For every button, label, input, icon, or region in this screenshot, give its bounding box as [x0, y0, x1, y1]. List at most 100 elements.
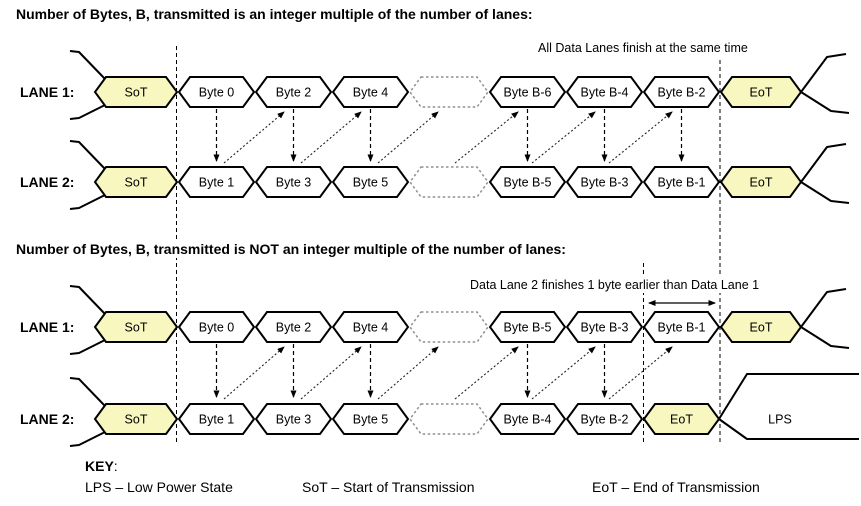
segment-byte: [177, 403, 256, 435]
segment-byte: [254, 166, 333, 198]
segment-label: Byte B-1: [658, 321, 706, 335]
segment-label: Byte B-5: [504, 176, 552, 190]
segment-label: Byte 5: [353, 176, 388, 190]
diagram1-byte-distribution-arrows: [213, 109, 685, 164]
lps-top-rail: [718, 373, 859, 420]
segment-label: Byte B-3: [581, 176, 629, 190]
diagonal-arrow: [608, 111, 673, 164]
segment-label: Byte B-5: [504, 321, 552, 335]
segment-label: Byte 2: [276, 86, 311, 100]
segment-byte: [565, 76, 644, 108]
segment-byte: [331, 403, 410, 435]
break-in-symbol: [69, 140, 106, 170]
segment-byte: [488, 403, 567, 435]
segment-ellipsis: [409, 311, 489, 343]
segment-ellipsis: [409, 403, 489, 435]
segment-label: Byte B-3: [581, 321, 629, 335]
segment-byte: [488, 76, 567, 108]
break-out-symbol: [800, 143, 847, 183]
diagonal-arrow: [223, 111, 285, 164]
diagonal-arrow: [608, 346, 673, 400]
segment-eot: [719, 76, 803, 108]
segment-byte: [488, 311, 567, 343]
break-in-symbol: [69, 377, 106, 407]
diagram1-lane2: SoT Byte 1 Byte 3 Byte 5 Byte B-5 Byte B…: [69, 140, 850, 210]
case2-title: Number of Bytes, B, transmitted is NOT a…: [16, 241, 572, 258]
segment-byte: [177, 311, 256, 343]
key-heading: KEY:: [85, 458, 118, 476]
diagram1: SoT Byte 0 Byte 2 Byte 4 Byte B-6 Byte B…: [69, 50, 850, 210]
segment-label: Byte 1: [199, 413, 234, 427]
segment-label: EoT: [750, 321, 773, 335]
segment-label: Byte B-4: [504, 413, 552, 427]
segment-byte: [254, 76, 333, 108]
segment-label: Byte B-2: [581, 413, 629, 427]
segment-eot: [642, 403, 721, 435]
break-in-symbol: [69, 339, 106, 355]
segment-byte: [177, 76, 256, 108]
segment-byte: [642, 166, 721, 198]
segment-label: EoT: [670, 413, 693, 427]
segment-byte: [331, 76, 410, 108]
segment-byte: [254, 311, 333, 343]
segment-label: EoT: [750, 176, 773, 190]
diagonal-arrow: [300, 111, 362, 164]
segment-label: Byte 0: [199, 86, 234, 100]
break-out-symbol: [800, 288, 847, 328]
segment-label: Byte 5: [353, 413, 388, 427]
break-in-symbol: [69, 431, 106, 447]
segment-byte: [177, 166, 256, 198]
break-out-symbol: [800, 91, 850, 114]
segment-eot: [719, 311, 803, 343]
diagonal-arrow: [300, 346, 362, 400]
lps-label: LPS: [768, 413, 792, 427]
key-heading-colon: :: [113, 458, 118, 474]
diagram1-lane2-label: LANE 2:: [20, 174, 75, 190]
segment-sot: [93, 311, 179, 343]
break-in-symbol: [69, 104, 106, 120]
segment-sot: [93, 166, 179, 198]
segment-ellipsis: [409, 166, 489, 198]
segment-label: Byte B-4: [581, 86, 629, 100]
segment-byte: [565, 311, 644, 343]
break-out-symbol: [800, 53, 847, 93]
break-in-symbol: [69, 285, 106, 315]
segment-label: Byte 2: [276, 321, 311, 335]
segment-label: Byte 0: [199, 321, 234, 335]
segment-label: Byte 4: [353, 86, 388, 100]
segment-byte: [642, 76, 721, 108]
break-in-symbol: [69, 194, 106, 210]
diagram1-lane1-label: LANE 1:: [20, 84, 75, 100]
case2-annotation: Data Lane 2 finishes 1 byte earlier than…: [466, 277, 764, 293]
diagonal-arrow: [531, 346, 596, 400]
segment-label: SoT: [125, 321, 148, 335]
break-out-symbol: [800, 181, 850, 204]
case1-annotation: All Data Lanes finish at the same time: [534, 40, 752, 56]
segment-label: SoT: [125, 176, 148, 190]
diagram2-lane2-label: LANE 2:: [20, 411, 75, 427]
segment-label: EoT: [750, 86, 773, 100]
diagonal-arrow: [377, 111, 439, 164]
key-item-lps: LPS – Low Power State: [85, 479, 233, 495]
segment-sot: [93, 403, 179, 435]
segment-label: Byte 1: [199, 176, 234, 190]
diagram2-byte-distribution-arrows: [213, 344, 673, 400]
segment-label: Byte B-2: [658, 86, 706, 100]
diagram1-lane1: SoT Byte 0 Byte 2 Byte 4 Byte B-6 Byte B…: [69, 50, 850, 120]
segment-byte: [254, 403, 333, 435]
segment-label: Byte B-1: [658, 176, 706, 190]
segment-label: SoT: [125, 413, 148, 427]
key-heading-text: KEY: [85, 458, 114, 474]
case1-title: Number of Bytes, B, transmitted is an in…: [16, 6, 539, 23]
diagram2: SoT Byte 0 Byte 2 Byte 4 Byte B-5 Byte B…: [69, 285, 859, 447]
segment-byte: [565, 166, 644, 198]
segment-byte: [642, 311, 721, 343]
lps-bottom-rail: [718, 418, 859, 440]
key-item-eot: EoT – End of Transmission: [592, 479, 760, 495]
diagonal-arrow: [223, 346, 285, 400]
segment-label: Byte 3: [276, 413, 311, 427]
segment-byte: [331, 166, 410, 198]
diagram2-lane1: SoT Byte 0 Byte 2 Byte 4 Byte B-5 Byte B…: [69, 285, 850, 355]
